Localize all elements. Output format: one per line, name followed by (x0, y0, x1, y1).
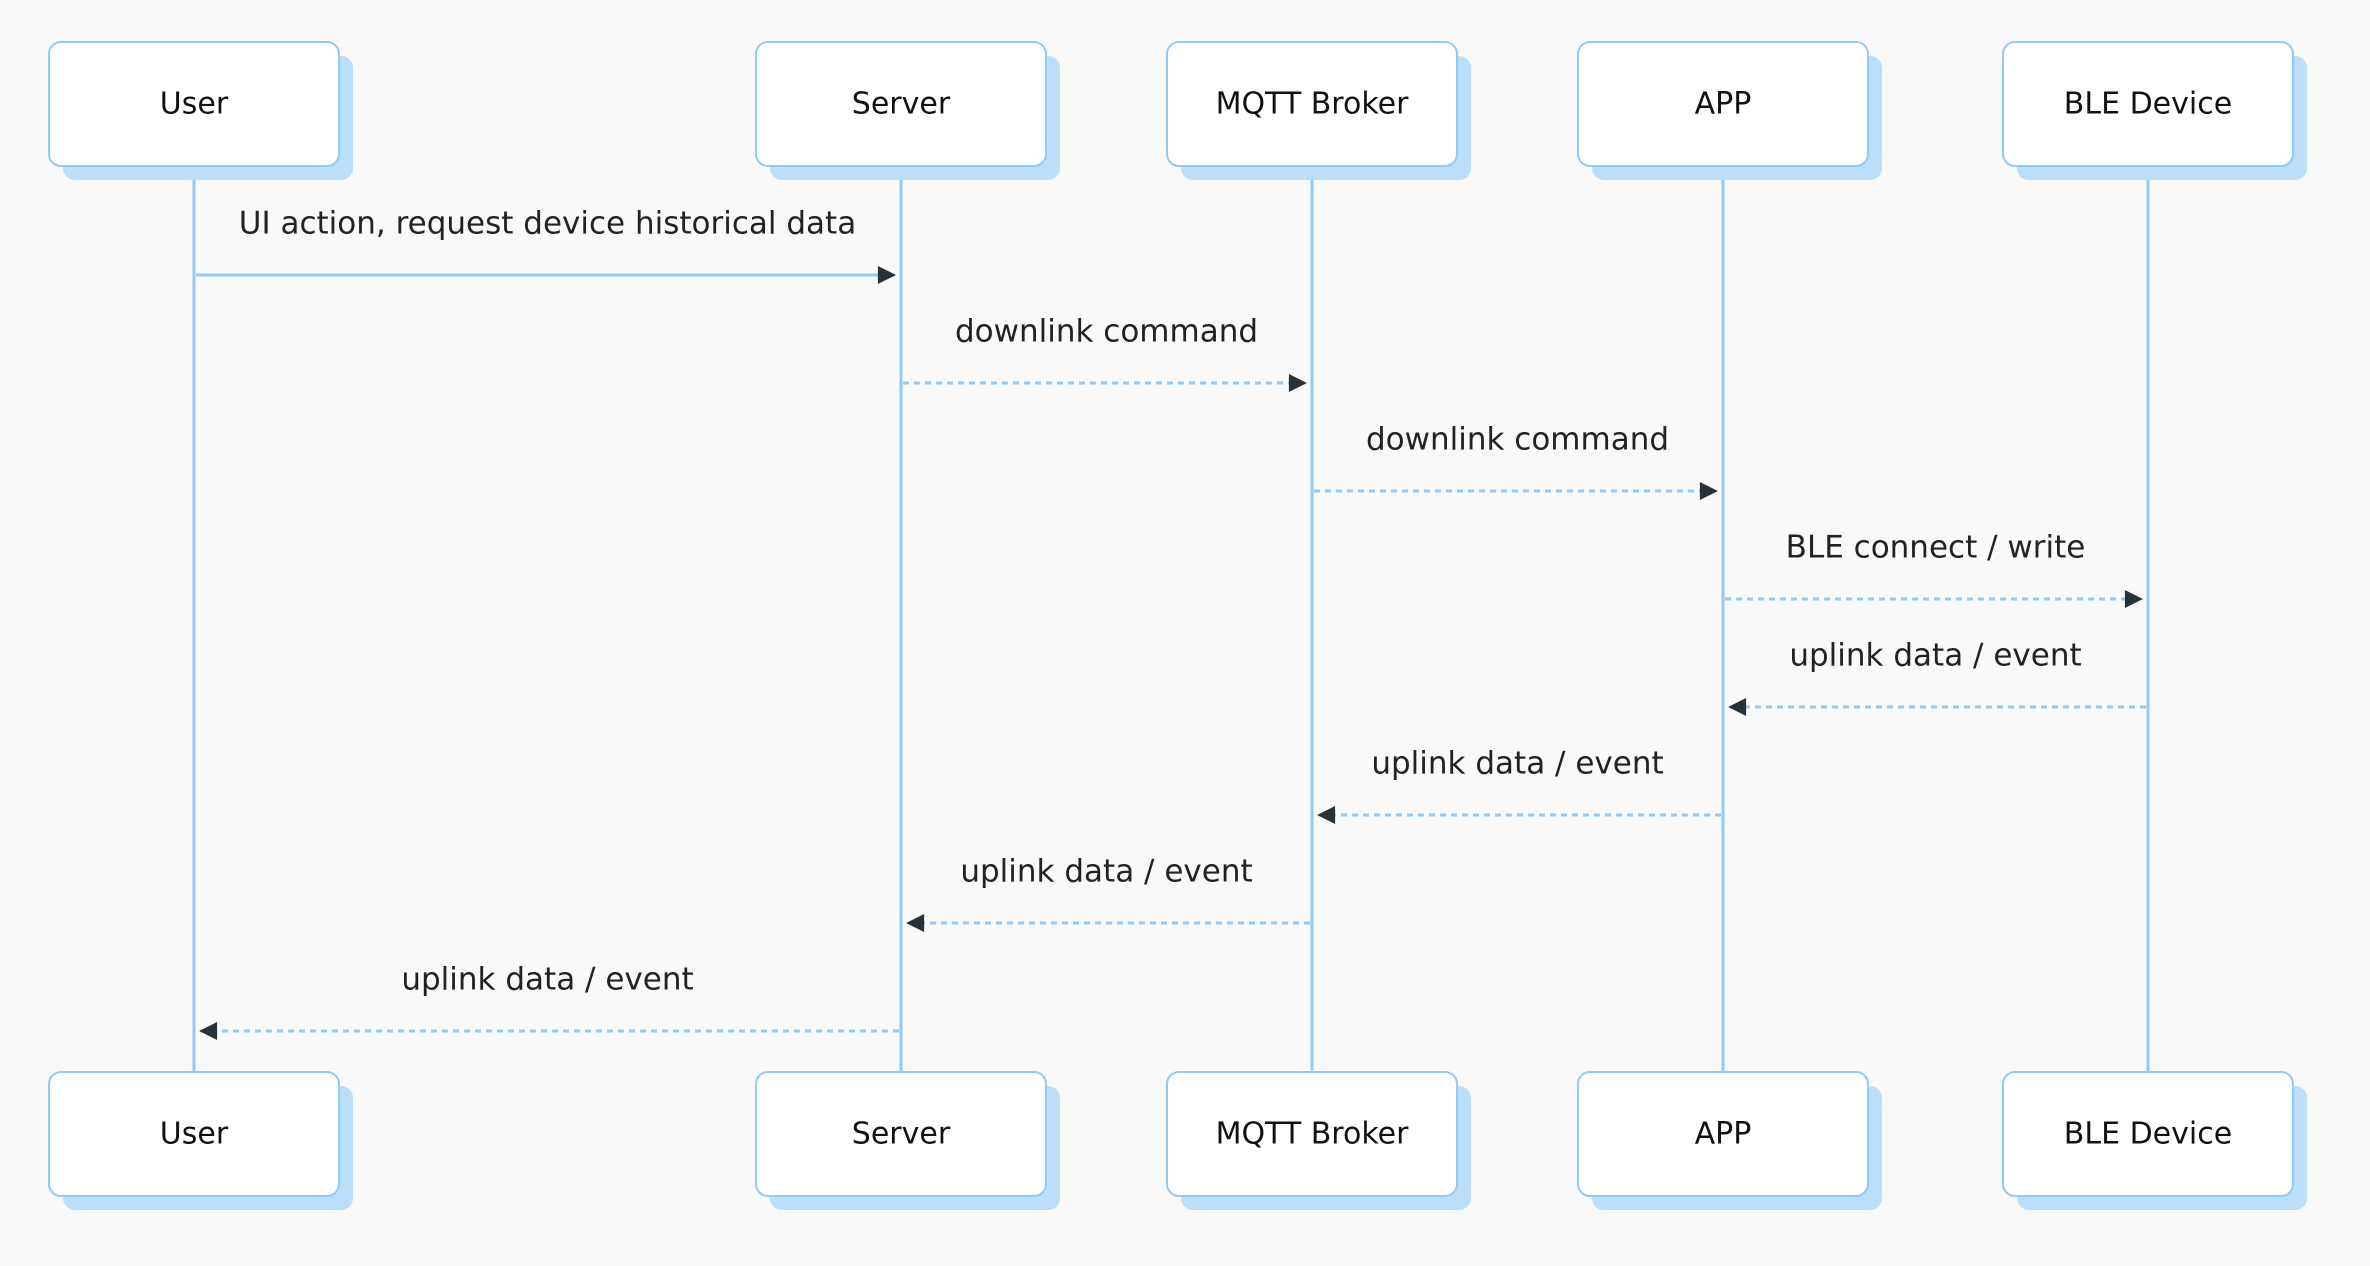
message-6: uplink data / event (1317, 746, 1721, 824)
actor-box (48, 1071, 340, 1197)
actor-label: Server (852, 87, 951, 122)
actor-label: User (160, 1117, 229, 1152)
message-label: BLE connect / write (1786, 530, 2086, 566)
actor-ble-bottom: BLE Device (2002, 1071, 2307, 1210)
message-label: downlink command (1366, 422, 1669, 458)
actor-server-top: Server (755, 41, 1060, 180)
actor-user-bottom: User (48, 1071, 353, 1210)
actor-broker-top: MQTT Broker (1166, 41, 1471, 180)
actor-label: APP (1695, 87, 1752, 122)
actor-box (2002, 1071, 2294, 1197)
message-4: BLE connect / write (1725, 530, 2143, 608)
actor-server-bottom: Server (755, 1071, 1060, 1210)
message-5: uplink data / event (1728, 638, 2146, 716)
actor-box (1166, 1071, 1458, 1197)
actor-ble-top: BLE Device (2002, 41, 2307, 180)
lifelines (192, 166, 2150, 1072)
actor-user-top: User (48, 41, 353, 180)
actor-box (755, 1071, 1047, 1197)
actor-label: BLE Device (2064, 87, 2232, 122)
message-3: downlink command (1314, 422, 1718, 500)
message-1: UI action, request device historical dat… (196, 206, 896, 284)
actor-box (1577, 41, 1869, 167)
actor-box (48, 41, 340, 167)
actor-broker-bottom: MQTT Broker (1166, 1071, 1471, 1210)
actor-label: Server (852, 1117, 951, 1152)
actor-box (1577, 1071, 1869, 1197)
message-2: downlink command (903, 314, 1307, 392)
message-label: uplink data / event (1371, 746, 1663, 782)
actor-box (2002, 41, 2294, 167)
message-7: uplink data / event (906, 854, 1310, 932)
message-label: uplink data / event (1789, 638, 2081, 674)
actor-label: APP (1695, 1117, 1752, 1152)
actor-app-bottom: APP (1577, 1071, 1882, 1210)
actor-label: MQTT Broker (1216, 87, 1410, 122)
message-label: uplink data / event (960, 854, 1252, 890)
message-label: uplink data / event (401, 962, 693, 998)
actor-label: BLE Device (2064, 1117, 2232, 1152)
actor-box (755, 41, 1047, 167)
messages: UI action, request device historical dat… (196, 206, 2146, 1040)
actor-label: MQTT Broker (1216, 1117, 1410, 1152)
actor-app-top: APP (1577, 41, 1882, 180)
message-label: UI action, request device historical dat… (239, 206, 856, 242)
message-8: uplink data / event (199, 962, 899, 1040)
actor-label: User (160, 87, 229, 122)
actor-box (1166, 41, 1458, 167)
message-label: downlink command (955, 314, 1258, 350)
